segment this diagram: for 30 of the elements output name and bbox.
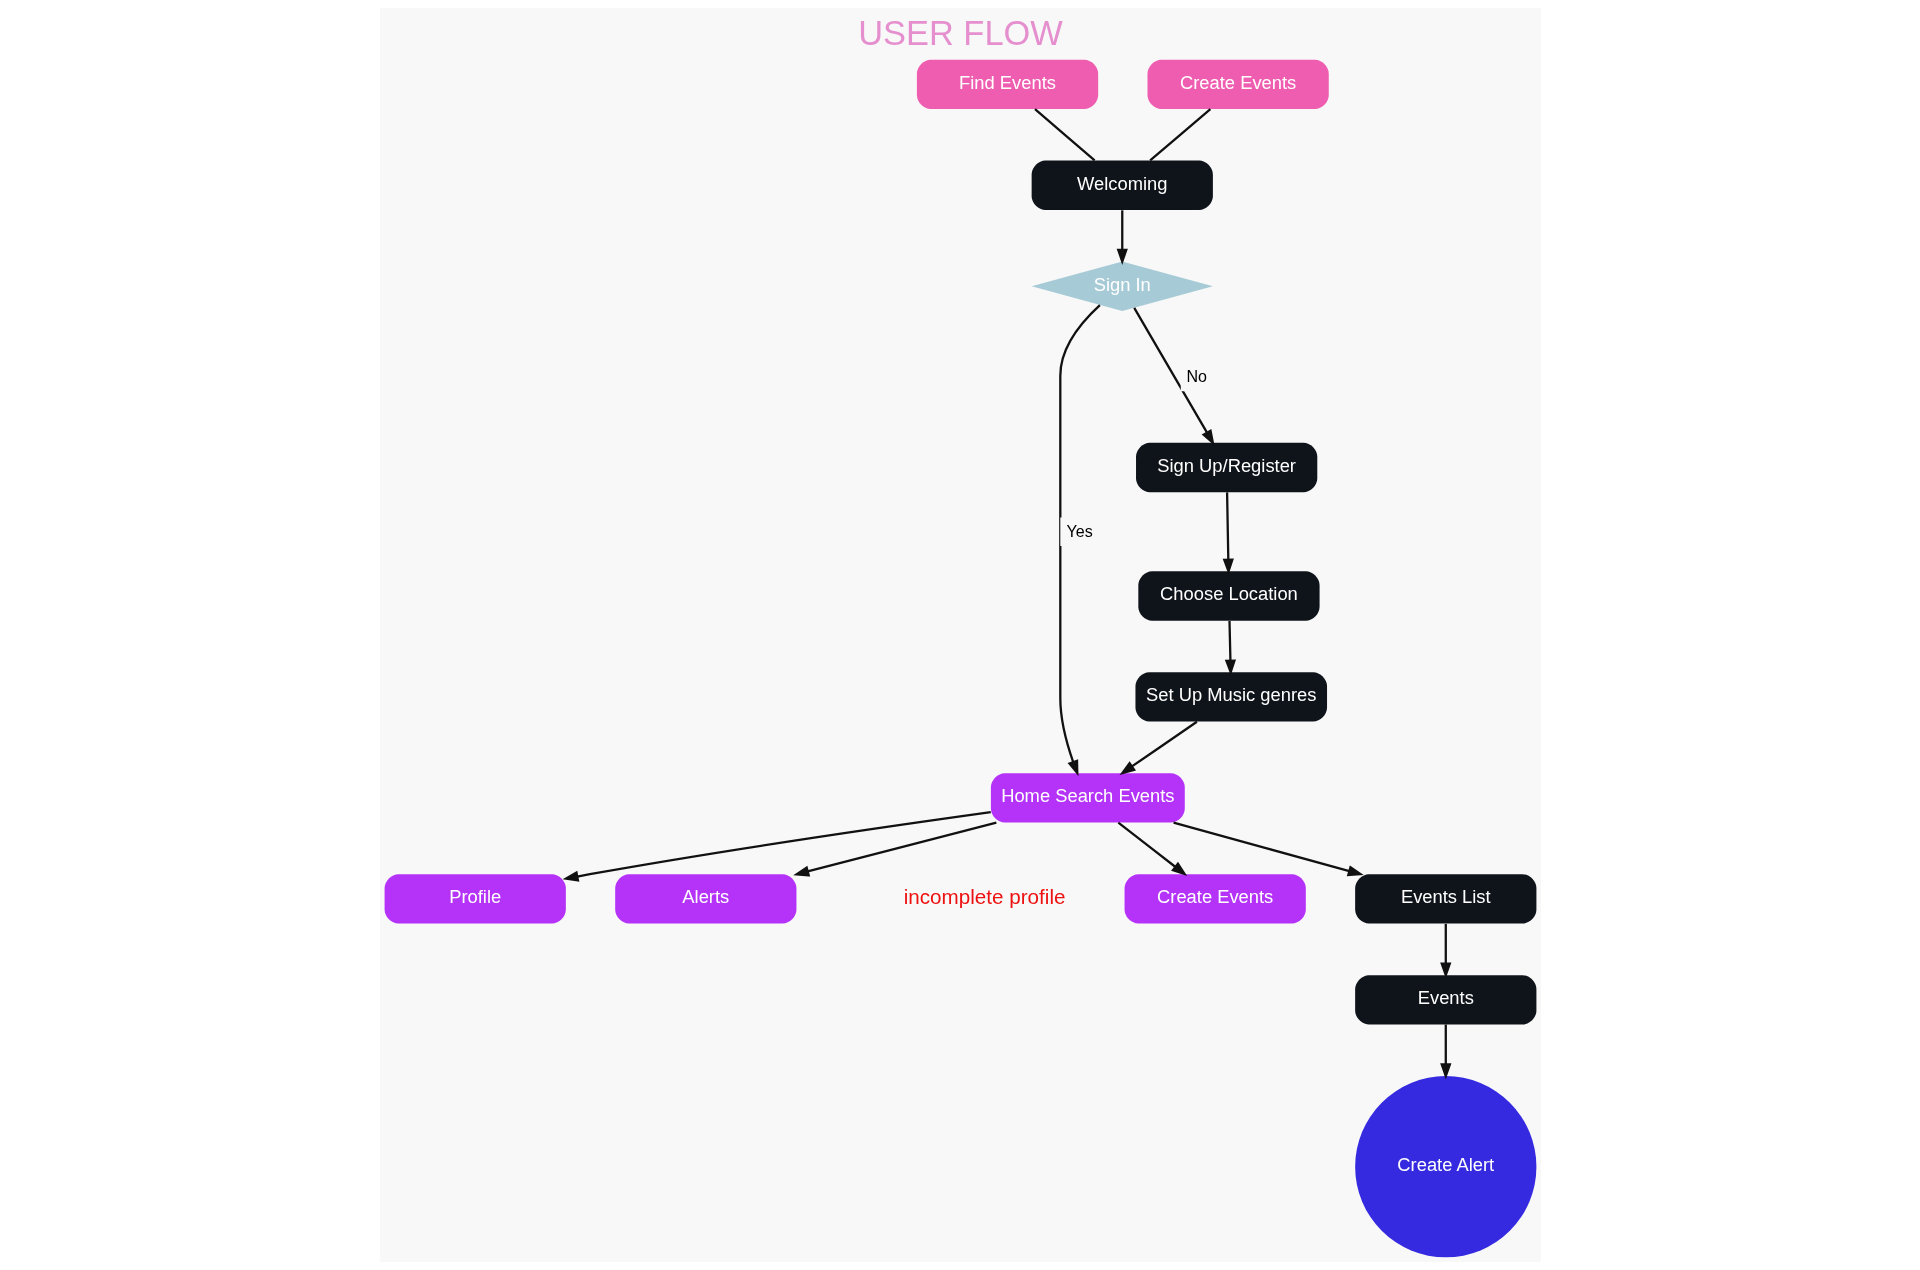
connector — [1033, 108, 1095, 162]
label: incomplete profile — [903, 884, 1065, 908]
node-box: Set Up Music genres — [1134, 672, 1327, 722]
node-circle: Create Alert — [1354, 1076, 1536, 1258]
node-box: Create Events — [1124, 874, 1306, 924]
diagram-title: USER FLOW — [857, 13, 1063, 52]
node-box: Alerts — [614, 874, 796, 924]
arrow — [1222, 492, 1234, 575]
arrow — [1117, 821, 1187, 877]
connector — [1148, 108, 1211, 162]
arrow — [1439, 923, 1451, 979]
arrow — [1439, 1024, 1451, 1080]
arrow — [1224, 621, 1236, 676]
arrow — [792, 821, 997, 877]
arrow — [1116, 210, 1128, 265]
node-box: Find Events — [916, 59, 1098, 109]
arrow — [562, 811, 991, 882]
node-box: Home Search Events — [990, 773, 1185, 823]
node-box: Choose Location — [1137, 571, 1320, 621]
arrow — [1119, 720, 1198, 775]
node-box: Welcoming — [1031, 160, 1213, 210]
node-box: Create Events — [1147, 59, 1329, 109]
node-diamond: Sign In — [1031, 261, 1213, 311]
edge-label: No — [1186, 366, 1207, 385]
node-box: Events — [1354, 975, 1536, 1025]
edge-label: Yes — [1066, 521, 1093, 540]
node-box: Events List — [1354, 874, 1536, 924]
node-box: Sign Up/Register — [1135, 442, 1317, 493]
node-box: Profile — [384, 874, 566, 924]
arrow — [1172, 821, 1364, 877]
